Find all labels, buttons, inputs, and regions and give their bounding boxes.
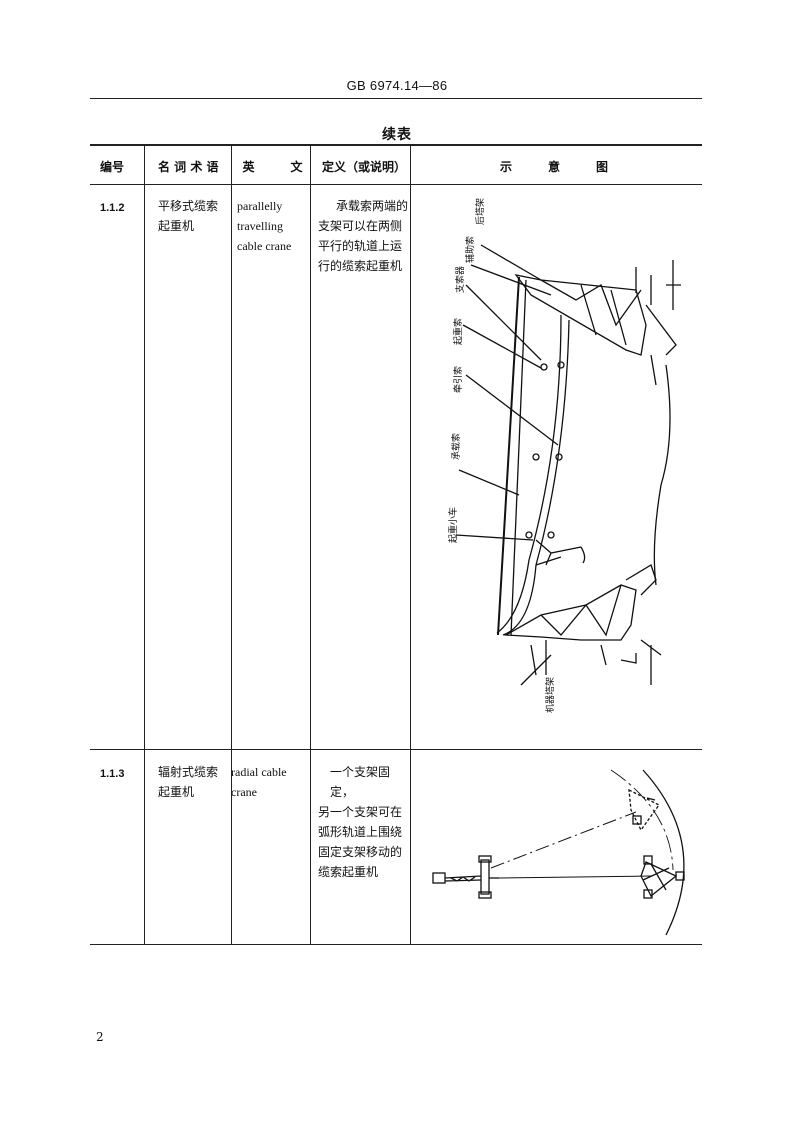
definition-line: 缆索起重机 — [318, 865, 379, 879]
definition-line: 承载索两端的 — [336, 199, 409, 213]
column-divider — [310, 144, 311, 944]
table-bottom-rule — [90, 944, 702, 945]
english-line: crane — [231, 785, 257, 799]
table-caption: 续表 — [382, 127, 412, 143]
table-row-divider — [90, 749, 702, 750]
english-line: parallelly — [237, 199, 283, 213]
definition-line: 一个支架固定， — [330, 765, 391, 799]
term-line: 起重机 — [158, 219, 195, 233]
term-line: 起重机 — [158, 785, 195, 799]
term-line: 平移式缆索 — [158, 199, 219, 213]
header-diagram: 示 意 图 — [500, 160, 609, 174]
label-hoist-rope: 起重索 — [452, 318, 464, 345]
term-cell: 平移式缆索 起重机 — [158, 196, 218, 236]
english-line: cable crane — [237, 239, 292, 253]
definition-cell: 承载索两端的 支架可以在两侧 平行的轨道上运 行的缆索起重机 — [318, 196, 408, 276]
standard-number-header: GB 6974.14—86 — [346, 78, 448, 93]
header-english: 英 文 — [242, 160, 303, 174]
label-haul-rope: 牵引索 — [452, 366, 464, 393]
table-header-rule — [90, 184, 702, 185]
english-cell: radial cable crane — [231, 762, 287, 802]
radial-cable-crane-diagram — [432, 769, 685, 936]
header-number: 编号 — [100, 160, 125, 174]
term-line: 辐射式缆索 — [158, 765, 219, 779]
label-trolley: 起重小车 — [447, 507, 459, 543]
page-number: 2 — [96, 1030, 104, 1044]
term-cell: 辐射式缆索 起重机 — [158, 762, 218, 802]
header-rule — [90, 98, 702, 99]
label-rear-tower: 后塔架 — [474, 198, 486, 225]
definition-line: 平行的轨道上运 — [318, 239, 403, 253]
row-number: 1.1.2 — [100, 202, 125, 214]
definition-line: 支架可以在两侧 — [318, 219, 403, 233]
label-machine-tower: 机器塔架 — [544, 677, 556, 713]
english-line: radial cable — [231, 765, 287, 779]
definition-cell: 一个支架固定， 另一个支架可在 弧形轨道上围绕 固定支架移动的 缆索起重机 — [318, 762, 408, 882]
row-number: 1.1.3 — [100, 768, 125, 780]
table-top-rule — [90, 144, 702, 146]
label-track-rope: 承载索 — [450, 433, 462, 460]
column-divider — [231, 144, 232, 944]
definition-line: 固定支架移动的 — [318, 845, 403, 859]
label-guy-rope: 辅助索 — [464, 236, 476, 263]
definition-line: 另一个支架可在 — [318, 805, 403, 819]
english-line: travelling — [237, 219, 283, 233]
column-divider — [144, 144, 145, 944]
definition-line: 行的缆索起重机 — [318, 259, 403, 273]
label-carrier: 支索器 — [454, 266, 466, 293]
english-cell: parallelly travelling cable crane — [237, 196, 291, 256]
parallel-cable-crane-diagram: 后塔架 辅助索 支索器 起重索 牵引索 承载索 起重小车 机器塔架 — [447, 198, 681, 713]
definition-line: 弧形轨道上围绕 — [318, 825, 403, 839]
header-definition: 定义（或说明） — [322, 160, 407, 174]
header-term: 名 词 术 语 — [158, 160, 219, 174]
column-divider — [410, 144, 411, 944]
